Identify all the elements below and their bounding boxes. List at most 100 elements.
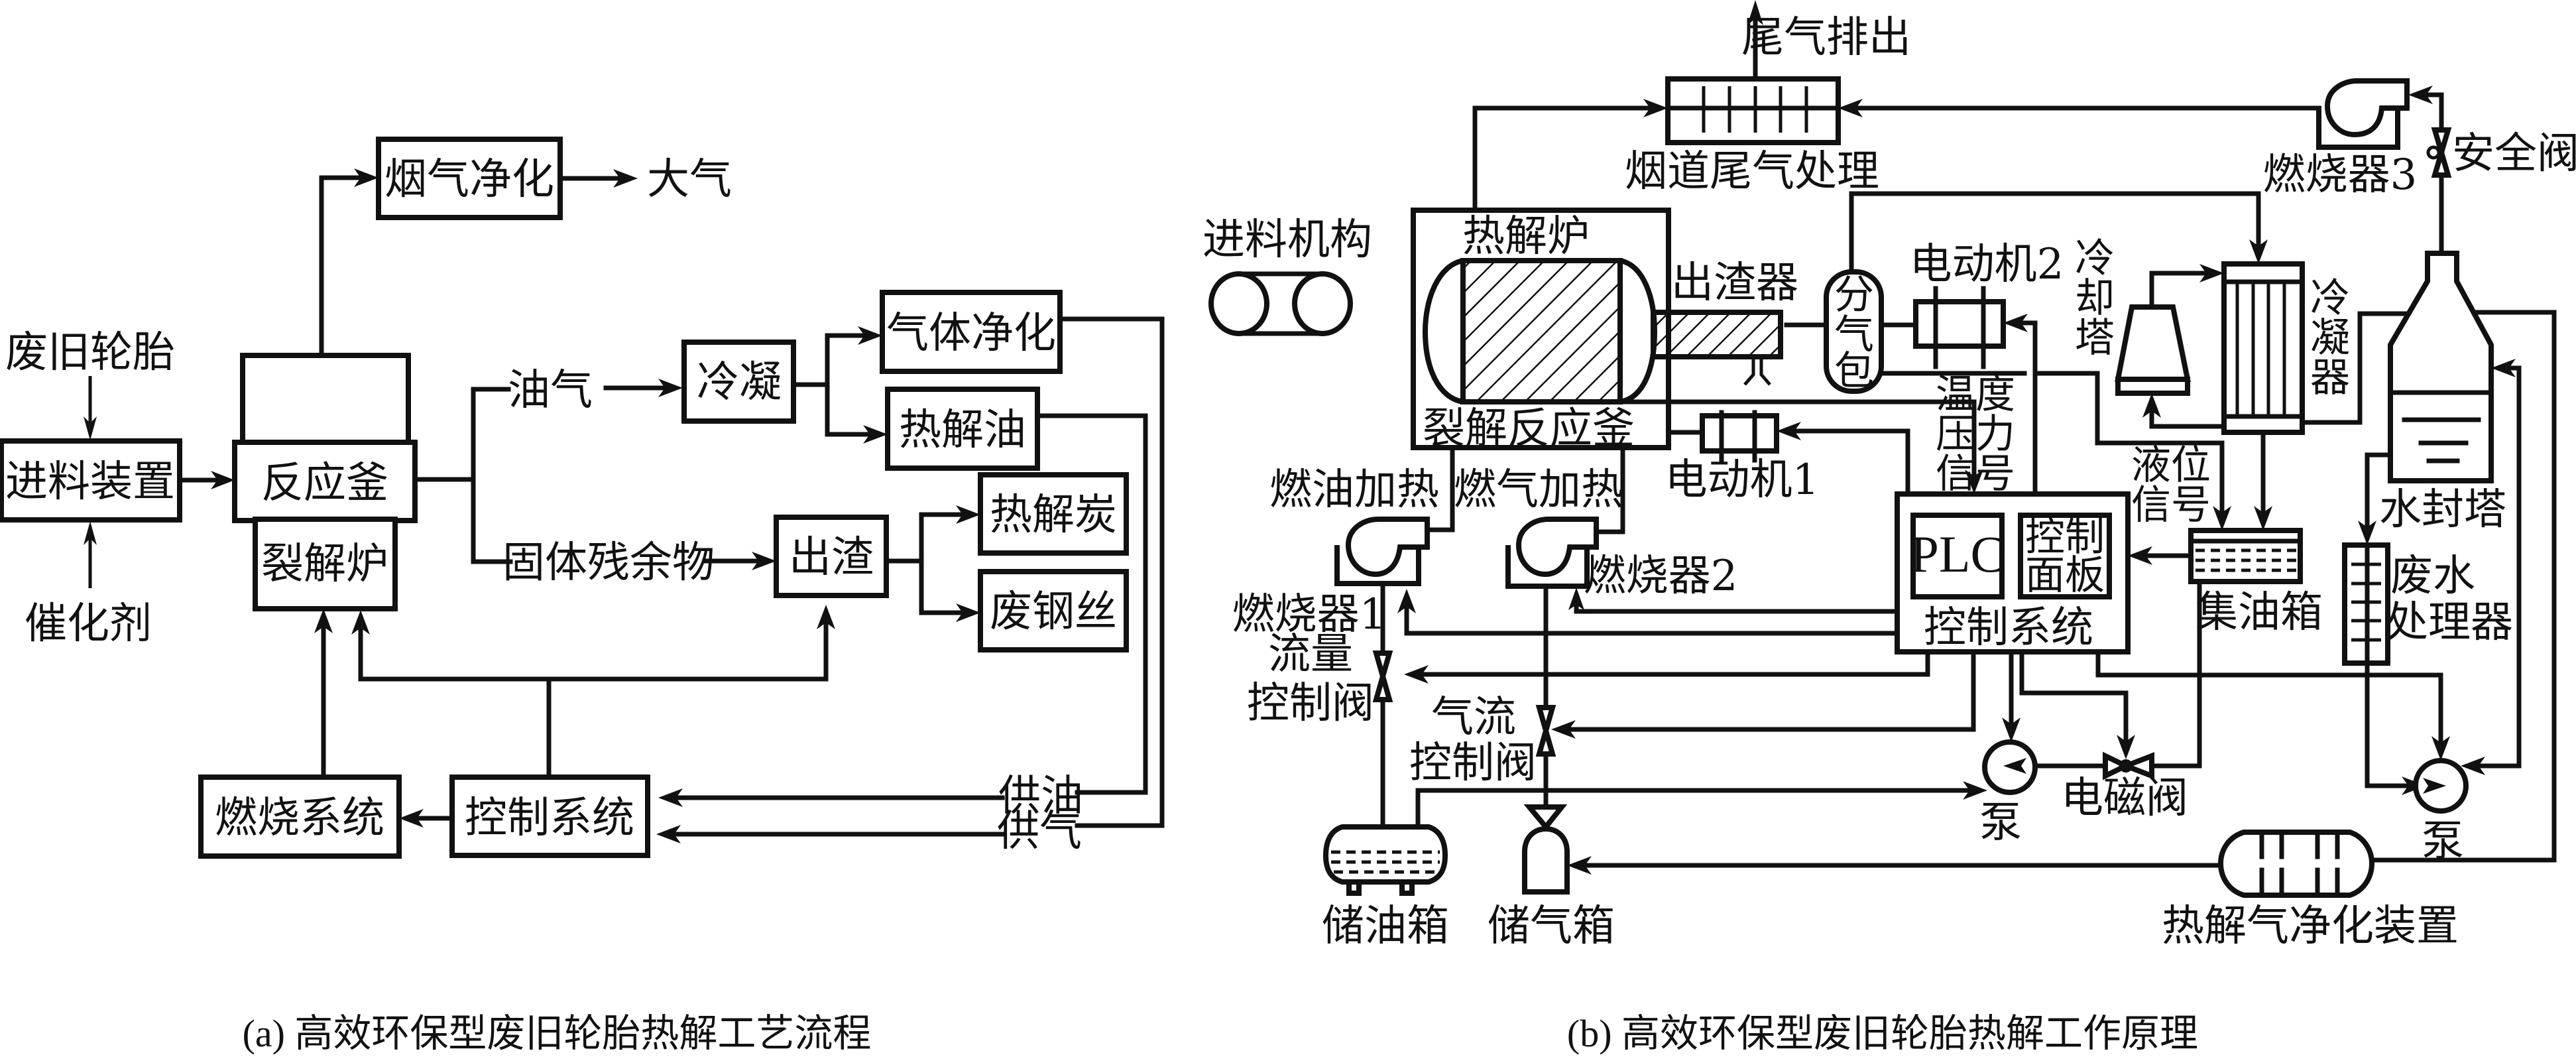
- burner3-label: 燃烧器3: [2263, 151, 2418, 200]
- burner1-label: 燃烧器1: [1232, 590, 1387, 639]
- solenoid-valve-icon: [2103, 751, 2154, 780]
- arrowhead: [956, 505, 980, 524]
- condenser-icon: [2221, 261, 2305, 435]
- arrowhead: [658, 379, 683, 397]
- temp-pressure-signal-line-2: 压力: [1936, 411, 2015, 458]
- pyrolysis-oil-label: 热解油: [899, 406, 1026, 455]
- cracking-reactor-label: 裂解反应釜: [1423, 404, 1635, 454]
- flue-gas-purify-label: 烟气净化: [384, 155, 554, 204]
- plc-label: PLC: [1910, 525, 2005, 583]
- arrowhead: [1777, 422, 1801, 440]
- line-furnace-to-flue: [1472, 105, 1660, 213]
- arrowhead: [1567, 856, 1592, 875]
- diagram-a: 烟气净化 大气 废旧轮胎 进料装置 催化剂 反应釜 裂解炉 油气: [0, 137, 1165, 1055]
- reactor-drum-icon: [1422, 258, 1658, 404]
- arrowhead: [2461, 757, 2485, 775]
- flow-control-valve-line-2: 控制阀: [1247, 679, 1374, 728]
- reactor-upper-box: [240, 353, 411, 445]
- slag-leg-right: [1759, 357, 1771, 386]
- line-to-flue: [319, 175, 371, 358]
- line-furnace-to-burner1: [1425, 445, 1455, 532]
- arrowhead: [2128, 546, 2152, 565]
- gas-separator-char-2: 气: [1834, 312, 1874, 358]
- slag-out-box: [774, 515, 889, 598]
- feed-mechanism-icon: [1208, 271, 1353, 336]
- line-oil-storage-to-pump: [1415, 788, 1977, 830]
- arrowhead: [2249, 239, 2268, 264]
- oil-collector-label: 集油箱: [2195, 588, 2323, 637]
- condense-label: 冷凝: [697, 358, 782, 407]
- control-distribution-line: [358, 614, 829, 682]
- gas-flow-valve-icon: [1535, 705, 1556, 757]
- pyrolysis-carbon-label: 热解炭: [990, 491, 1117, 540]
- plc-box: [1910, 513, 2005, 599]
- arrowhead: [211, 471, 235, 489]
- line-condenser-to-tower: [2149, 402, 2227, 429]
- line-separator-to-condenser: [1849, 191, 2261, 275]
- flow-control-valve-icon: [1372, 651, 1393, 702]
- oil-heating-label: 燃油加热: [1269, 466, 1439, 515]
- water-seal-tower-icon: [2388, 251, 2494, 483]
- burner1-icon: [1334, 517, 1430, 586]
- arrowhead: [1643, 99, 1668, 117]
- oil-storage-icon: [1322, 824, 1448, 896]
- cracking-furnace-label: 裂解炉: [261, 540, 388, 589]
- burner3-icon: [2316, 78, 2410, 150]
- arrowhead: [2408, 86, 2433, 104]
- arrowhead: [2003, 758, 2026, 774]
- level-signal-line-1: 液位: [2131, 442, 2211, 489]
- line-furnace-to-burner2: [1594, 445, 1625, 534]
- oil-storage-label: 储油箱: [1322, 902, 1449, 951]
- arrowhead: [2254, 506, 2272, 530]
- arrowhead: [1551, 720, 1576, 739]
- cooling-tower-char-3: 塔: [2075, 315, 2115, 361]
- line-level-signal: [2036, 371, 2225, 523]
- arrowhead: [613, 169, 638, 188]
- slag-discharger-label: 出渣器: [1671, 259, 1798, 308]
- arrowhead: [1568, 588, 1584, 610]
- control-panel-line-2: 面板: [2025, 552, 2105, 599]
- motor1-icon: [1700, 410, 1779, 463]
- reactor-label: 反应釜: [261, 459, 388, 508]
- slag-leg-left: [1743, 357, 1755, 386]
- arrowhead: [351, 610, 370, 635]
- line-seal-tower-to-gas-purifier: [2369, 310, 2557, 863]
- arrowhead: [2002, 717, 2020, 742]
- control-system-box: [449, 775, 650, 858]
- arrowhead: [2431, 736, 2450, 761]
- wastewater-treater-line-1: 废水: [2390, 552, 2475, 601]
- gas-flow-valve-line-1: 气流: [1431, 693, 1516, 742]
- line-tower-to-condenser: [2149, 271, 2217, 310]
- oil-gas-label: 油气: [508, 366, 593, 415]
- feed-mechanism-label: 进料机构: [1202, 216, 1372, 265]
- flue-gas-purify-box: [376, 137, 563, 220]
- slag-out-label: 出渣: [789, 533, 874, 582]
- control-panel-box: [2018, 513, 2112, 599]
- line-control-to-gas-valve: [1560, 649, 1976, 732]
- water-seal-tower-label: 水封塔: [2379, 485, 2506, 534]
- line-oil-collector-to-solenoid: [2150, 579, 2202, 769]
- line-control-to-pump-right: [2095, 649, 2443, 752]
- condenser-char-3: 器: [2310, 355, 2350, 401]
- arrowhead: [2142, 393, 2161, 418]
- diagram-b: 尾气排出 烟道尾气处理 燃烧器3 安全阀 进料机构: [1202, 0, 2576, 1055]
- gas-purify-box: [880, 290, 1063, 374]
- motor2-icon: [1913, 286, 2006, 369]
- arrowhead: [656, 825, 681, 843]
- arrowhead: [2358, 521, 2376, 545]
- arrowhead: [2423, 778, 2446, 794]
- waste-tire-label: 废旧轮胎: [5, 328, 175, 377]
- atmosphere-label: 大气: [647, 155, 732, 204]
- feeder-label: 进料装置: [5, 458, 175, 507]
- line-control-to-burner1: [1404, 597, 1900, 636]
- control-panel-line-1: 控制: [2025, 514, 2105, 560]
- solid-residue-label: 固体残余物: [502, 538, 715, 588]
- arrowhead: [2491, 359, 2516, 377]
- arrowhead: [1404, 665, 1429, 684]
- oil-supply-label: 供油: [998, 772, 1083, 821]
- line-pump-to-seal-tower: [2500, 365, 2522, 769]
- arrowhead: [956, 603, 980, 622]
- line-seal-tower-to-wastewater: [2365, 452, 2393, 538]
- pump-right-label: 泵: [2422, 817, 2464, 866]
